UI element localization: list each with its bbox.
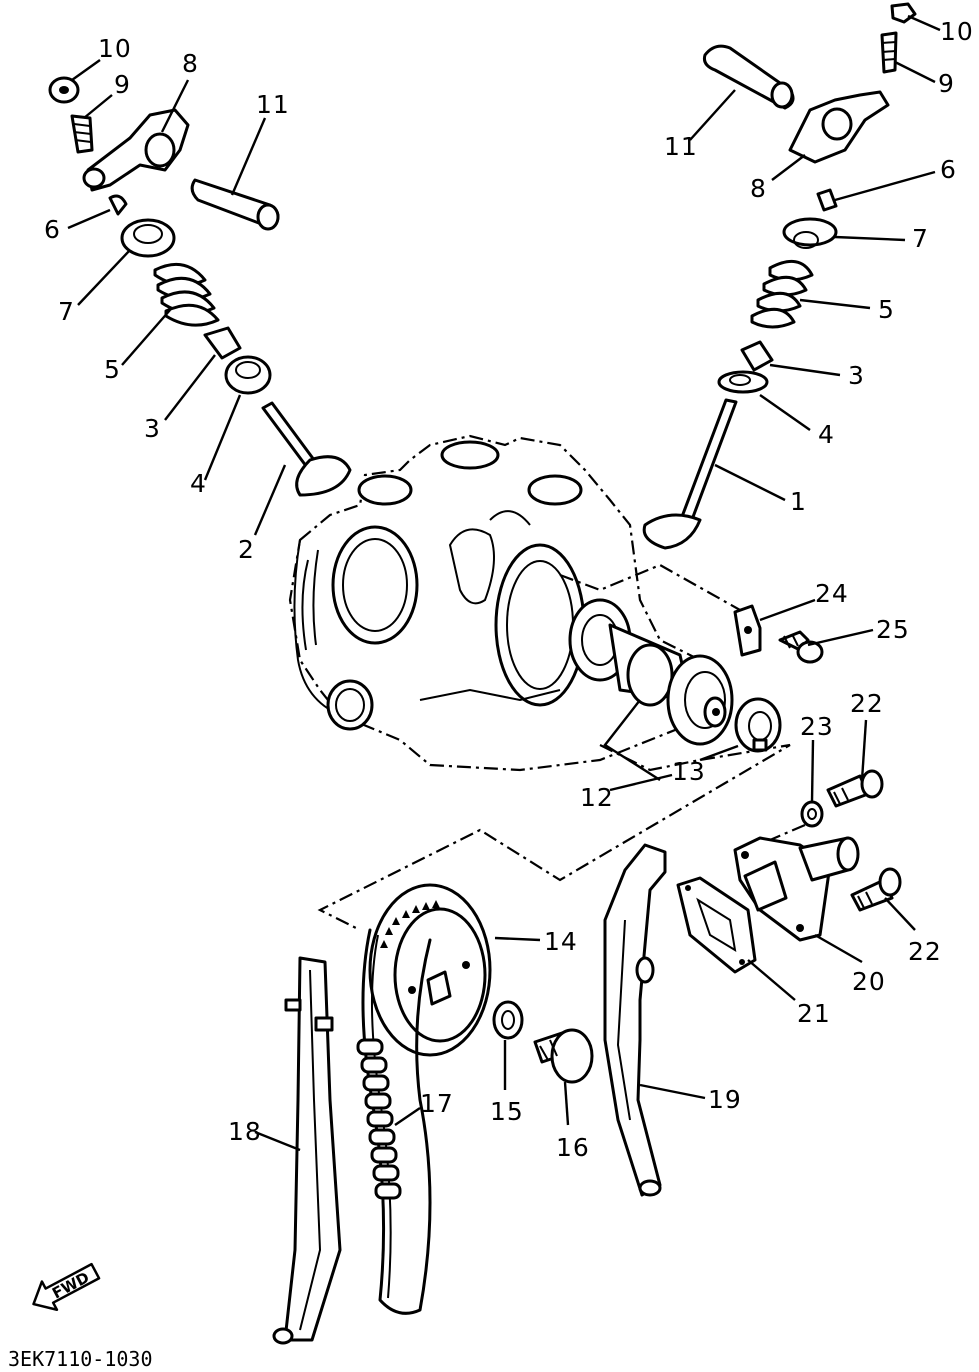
tensioner-gasket (676, 876, 757, 974)
valve-spring-right (750, 259, 814, 329)
right-valve-train (642, 2, 917, 550)
callout-9-right: 9 (938, 69, 955, 98)
drawing-code: 3EK7110-1030 (8, 1347, 153, 1371)
plate-24 (733, 604, 762, 657)
callout-21: 21 (797, 999, 831, 1028)
callout-5-right: 5 (878, 295, 895, 324)
callout-11-left: 11 (256, 90, 290, 119)
callout-13: 13 (672, 757, 706, 786)
callout-8-right: 8 (750, 174, 767, 203)
cylinder-head (288, 434, 791, 931)
chain-links (356, 1038, 402, 1200)
callout-15: 15 (490, 1097, 524, 1126)
callout-23: 23 (800, 712, 834, 741)
bolt-16 (533, 1028, 594, 1084)
timing-chain (356, 928, 432, 1315)
callout-22-upper: 22 (850, 689, 884, 718)
callout-22-lower: 22 (908, 937, 942, 966)
fwd-label: FWD (49, 1268, 92, 1302)
callout-8-left: 8 (182, 49, 199, 78)
leader-lines (67, 14, 941, 1152)
callout-7-right: 7 (912, 224, 929, 253)
chain-guide-19 (603, 843, 667, 1197)
callout-10-right: 10 (940, 17, 974, 46)
bearing-13 (734, 697, 782, 753)
callout-25: 25 (876, 615, 910, 644)
callout-11-right: 11 (664, 132, 698, 161)
bolt-22-lower (850, 867, 902, 912)
washer-15 (492, 1000, 524, 1040)
callout-5-left: 5 (104, 355, 121, 384)
forward-arrow-icon: FWD (32, 1262, 101, 1312)
left-valve-train (48, 76, 352, 497)
callout-17: 17 (420, 1089, 454, 1118)
callout-19: 19 (708, 1085, 742, 1114)
callout-18: 18 (228, 1117, 262, 1146)
callout-14: 14 (544, 927, 578, 956)
callout-2: 2 (238, 535, 255, 564)
cam-sprocket (368, 883, 492, 1057)
chain-guide-18 (272, 956, 342, 1345)
callout-labels: 10 9 8 11 6 7 5 3 4 2 10 9 11 8 6 7 5 3 … (44, 17, 974, 1162)
callout-6-left: 6 (44, 215, 61, 244)
callout-3-right: 3 (848, 361, 865, 390)
callout-6-right: 6 (940, 155, 957, 184)
callout-4-left: 4 (190, 469, 207, 498)
callout-9-left: 9 (114, 70, 131, 99)
callout-1: 1 (790, 487, 807, 516)
camshaft (568, 598, 734, 746)
callout-3-left: 3 (144, 414, 161, 443)
washer-23 (800, 800, 824, 828)
callout-12: 12 (580, 783, 614, 812)
callout-7-left: 7 (58, 297, 75, 326)
bolt-25 (778, 630, 824, 664)
callout-20: 20 (852, 967, 886, 996)
bolt-22-upper (826, 769, 884, 808)
chain-tensioner (733, 836, 860, 942)
callout-10-left: 10 (98, 34, 132, 63)
callout-16: 16 (556, 1133, 590, 1162)
callout-24: 24 (815, 579, 849, 608)
valve-spring-left (153, 262, 220, 327)
callout-4-right: 4 (818, 420, 835, 449)
